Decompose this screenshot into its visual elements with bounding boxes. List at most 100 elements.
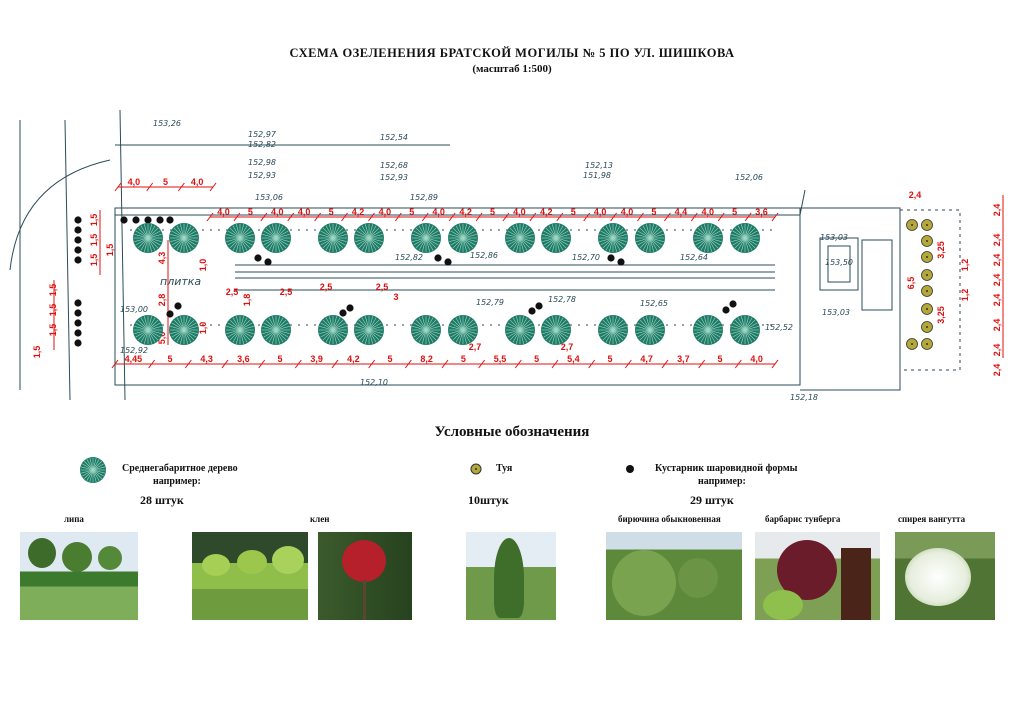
thuja-symbol [921,219,933,231]
dimension-tick [314,212,322,222]
dimension-value: 5,5 [494,354,507,364]
dimension-tick [341,212,348,222]
legend-shrub-icon [626,465,634,473]
shrub-symbol [74,236,82,244]
shrub-symbol [74,319,82,327]
dimension-value: 4,0 [513,207,526,217]
memorial-boundary-east [800,207,901,391]
shrub-symbol [617,258,625,266]
survey-line [19,109,126,401]
dimension-tick [478,359,486,369]
photo-thuja [466,532,556,620]
tree-symbol [225,315,255,345]
dimension-tick [529,212,537,222]
dimension-tick [744,212,752,222]
tree-symbol [354,223,384,253]
dimension-value: 5 [732,207,737,217]
legend-thuja-count: 10штук [468,493,509,507]
dimension-tick [206,212,214,222]
tree-symbol [598,315,628,345]
dimension-value: 3,7 [677,354,690,364]
thuja-symbol [921,235,933,247]
dimension-value: 4,2 [540,207,553,217]
dimension-tick [698,359,706,369]
legend-shrub-label: Кустарник шаровидной формы [655,463,798,474]
tree-symbol [541,315,571,345]
thujas [906,219,933,350]
elevation-mark: 152,93 [248,171,276,180]
dimension-value: 5 [163,177,168,187]
dimension-tick [114,182,122,192]
tree-symbol [318,315,348,345]
dimension-value: 4,2 [459,207,472,217]
dimension-value: 2,5 [226,287,239,297]
thuja-symbol [921,285,933,297]
tree-symbol [354,315,384,345]
dimension-tick [637,212,644,222]
tree-symbol [505,315,535,345]
shrub-symbol [74,299,82,307]
shrub-symbol [434,254,442,262]
photo-label-barberry: барбарис тунберга [765,514,841,524]
dimension-tick [221,359,229,369]
shrub-symbol [722,306,730,314]
dimension-value: 5 [167,354,172,364]
tree-symbol [730,223,760,253]
central-alley [235,264,775,291]
elevation-mark: 152,06 [735,173,763,182]
dimension-value: 5 [387,354,392,364]
dimension-value: 4,0 [432,207,445,217]
shrub-symbol [535,302,543,310]
elevation-mark: 152,79 [476,298,504,307]
shrubs [74,216,737,347]
dimension-tick [258,359,266,369]
dimension-value: 1,5 [32,346,42,359]
dimension-value: 5,6 [157,332,167,345]
tree-symbol [448,315,478,345]
shrub-symbol [132,216,140,224]
dimension-value: 4,0 [701,207,714,217]
thuja-bed [899,209,961,371]
dimension-value: 5 [329,207,334,217]
thuja-symbol [906,338,918,350]
photo-maple-green [192,532,308,620]
dimension-value: 4,45 [125,354,143,364]
elevation-mark: 152,97 [248,130,277,139]
dimension-value: 4,4 [675,207,688,217]
legend-tree-count: 28 штук [140,493,184,507]
tree-symbol [261,223,291,253]
shrub-symbol [156,216,164,224]
dimension-tick [624,359,632,369]
dimension-tick [448,212,456,222]
dimension-value: 2,4 [992,294,1002,307]
photo-privet [606,532,742,620]
shrub-symbol [607,254,615,262]
thuja-symbol [906,219,918,231]
dimension-value: 4,0 [594,207,607,217]
shrub-symbol [74,339,82,347]
elevation-mark: 152,70 [572,253,600,262]
tree-symbol [730,315,760,345]
dimension-value: 3,25 [936,241,946,259]
elevation-mark: 152,93 [380,173,408,182]
dimension-value: 1,5 [89,214,99,227]
monument [827,245,851,283]
tree-symbol [411,315,441,345]
elevation-mark: 152,82 [248,140,276,149]
elevation-mark: 153,03 [820,233,848,242]
dimension-value: 4,2 [352,207,365,217]
tree-symbol [505,223,535,253]
survey-line [115,144,806,216]
shrub-symbol [339,309,347,317]
tree-symbol [169,223,199,253]
shrub-symbol [264,258,272,266]
dimension-tick [368,359,376,369]
tree-symbol [411,223,441,253]
dimension-value: 1,2 [960,289,970,302]
photo-label-privet: бирючина обыкновенная [618,514,721,524]
dimension-value: 1,0 [198,259,208,272]
dimension-value: 4,0 [750,354,763,364]
dimension-value: 6,5 [906,277,916,290]
monument-base [819,237,859,291]
shrub-symbol [729,300,737,308]
